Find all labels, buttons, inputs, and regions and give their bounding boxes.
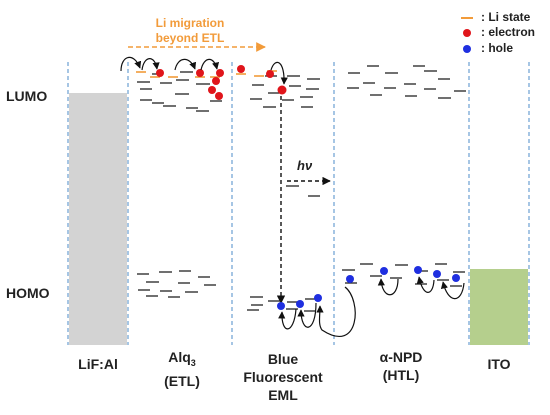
electron — [237, 65, 245, 73]
alq3-subscript: 3 — [190, 357, 196, 368]
layer-npd: α-NPD (HTL) — [380, 348, 423, 384]
hole — [433, 270, 441, 278]
eml-hop-arrow — [270, 61, 288, 85]
alq3-hopping-arrows — [120, 56, 220, 72]
hop-arrow — [174, 58, 197, 71]
layer-dividers — [67, 62, 530, 345]
lif-al-bar — [69, 93, 127, 345]
legend-hole-marker — [463, 45, 471, 53]
legend-hole: : hole — [481, 41, 513, 55]
alq3-electrons — [156, 69, 224, 100]
alq3-lumo-levels — [137, 71, 222, 112]
hop-arrow — [297, 302, 317, 328]
electron — [266, 70, 274, 78]
hop-arrow — [316, 286, 356, 337]
electron — [212, 77, 220, 85]
npd-line2: (HTL) — [382, 367, 420, 383]
hole — [314, 294, 322, 302]
hole — [277, 302, 285, 310]
layer-ito: ITO — [487, 356, 511, 372]
legend-markers — [461, 17, 473, 53]
npd-homo-levels — [342, 263, 465, 287]
layer-alq3: Alq3 (ETL) — [164, 348, 200, 390]
eml-line2: Fluorescent — [243, 369, 323, 385]
alq3-label: Alq — [168, 349, 191, 365]
lumo-label: LUMO — [6, 88, 48, 104]
npd-hole-arrows — [377, 276, 465, 300]
npd-holes — [346, 266, 460, 283]
ito-bar — [470, 269, 528, 345]
alq3-role: (ETL) — [164, 372, 200, 389]
hole — [380, 267, 388, 275]
li-migration-line1: Li migration — [155, 16, 225, 30]
eml-line3: EML — [268, 387, 298, 403]
hole — [414, 266, 422, 274]
eml-holes — [277, 294, 322, 310]
electron — [216, 69, 224, 77]
eml-electrons — [237, 65, 287, 95]
eml-lumo-levels — [250, 75, 320, 197]
hop-arrow — [120, 56, 142, 72]
electron — [208, 86, 216, 94]
hole — [296, 300, 304, 308]
npd-lumo-levels — [347, 65, 466, 99]
legend-electron-marker — [463, 29, 471, 37]
hop-arrow — [141, 58, 160, 71]
legend-electron: : electron — [481, 25, 536, 39]
alq3-li-states — [136, 71, 220, 78]
electron — [277, 85, 287, 95]
hop-arrow — [200, 58, 220, 71]
electron — [196, 69, 204, 77]
hv-label: hν — [297, 158, 313, 173]
hop-arrow — [377, 278, 399, 296]
eml-hole-arrows — [278, 286, 356, 337]
hop-arrow — [440, 281, 465, 300]
eml-line1: Blue — [267, 351, 299, 367]
hole — [452, 274, 460, 282]
hop-arrow — [416, 276, 435, 293]
layer-eml: Blue Fluorescent EML — [243, 350, 322, 404]
hop-arrow — [278, 308, 297, 330]
electron — [156, 69, 164, 77]
layer-lif-al: LiF:Al — [78, 356, 118, 372]
homo-label: HOMO — [6, 285, 50, 301]
hole — [346, 275, 354, 283]
alq3-homo-levels — [137, 270, 216, 298]
li-migration-label: Li migration beyond ETL — [156, 16, 225, 46]
li-migration-line2: beyond ETL — [155, 31, 225, 45]
electron — [215, 92, 223, 100]
npd-line1: α-NPD — [379, 349, 423, 365]
legend-li-state: : Li state — [481, 10, 531, 24]
